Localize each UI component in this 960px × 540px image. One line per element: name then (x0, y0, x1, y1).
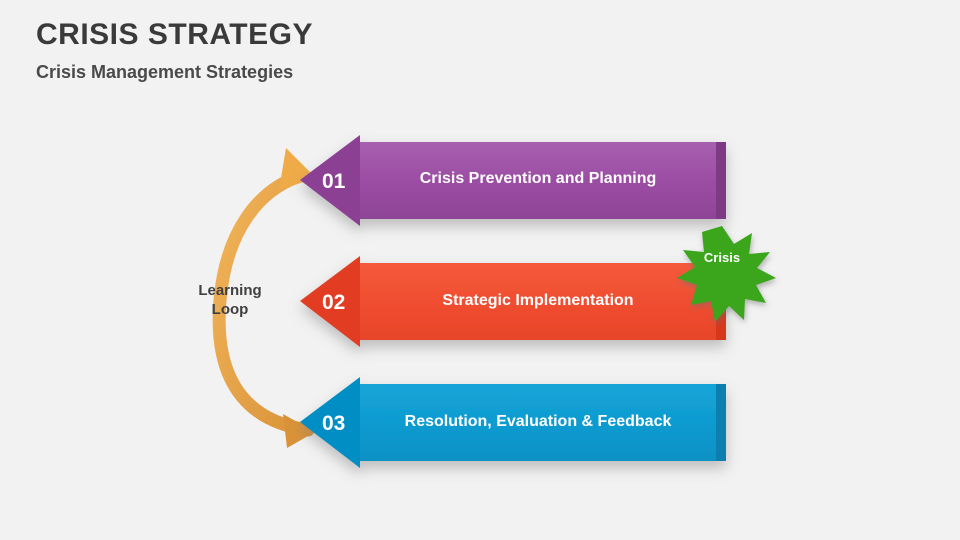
step-2-shape[interactable] (300, 256, 726, 347)
step-3-shape[interactable] (300, 377, 726, 468)
learning-loop-label-line1: Learning (198, 282, 262, 299)
learning-loop-label: Learning Loop (175, 281, 285, 319)
crisis-burst-icon (677, 226, 776, 322)
page-subtitle: Crisis Management Strategies (36, 62, 294, 82)
crisis-burst-label: Crisis (703, 250, 741, 265)
step-1-shape[interactable] (300, 135, 726, 226)
learning-loop-label-line2: Loop (211, 301, 249, 318)
page-title: CRISIS STRATEGY (36, 18, 313, 51)
